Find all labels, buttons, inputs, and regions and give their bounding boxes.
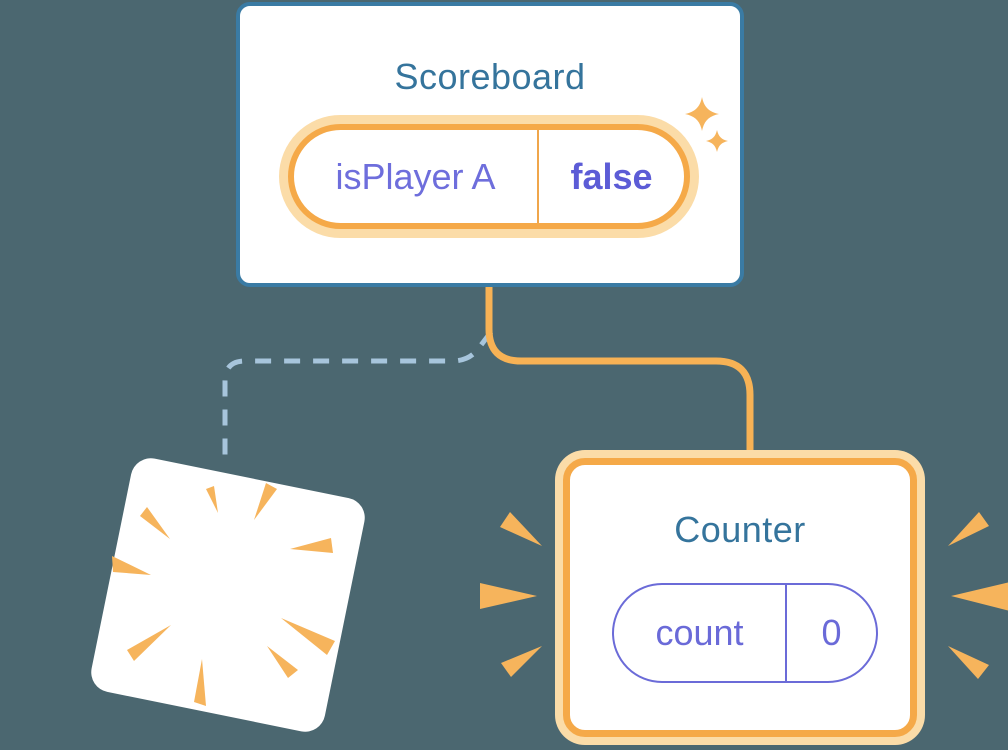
emphasis-rays-right-icon bbox=[948, 512, 1008, 679]
counter-component-card: Counter count 0 bbox=[563, 458, 917, 737]
destroyed-component-card bbox=[87, 454, 369, 736]
counter-title: Counter bbox=[674, 509, 806, 550]
dashed-removed-branch-line bbox=[222, 330, 493, 459]
scoreboard-state-value: false bbox=[570, 155, 653, 197]
scoreboard-title: Scoreboard bbox=[394, 56, 586, 97]
scoreboard-state-name: isPlayer A bbox=[335, 155, 496, 197]
scoreboard-state-pill: isPlayer A false bbox=[288, 124, 690, 229]
pill-divider bbox=[537, 130, 539, 223]
counter-state-value: 0 bbox=[821, 612, 842, 653]
pill-divider bbox=[785, 585, 787, 681]
solid-kept-branch-line bbox=[485, 285, 754, 452]
counter-state-name: count bbox=[655, 612, 744, 653]
emphasis-rays-left-icon bbox=[480, 512, 542, 677]
scoreboard-component-card: Scoreboard isPlayer A false bbox=[236, 2, 744, 287]
counter-state-pill: count 0 bbox=[612, 583, 878, 683]
